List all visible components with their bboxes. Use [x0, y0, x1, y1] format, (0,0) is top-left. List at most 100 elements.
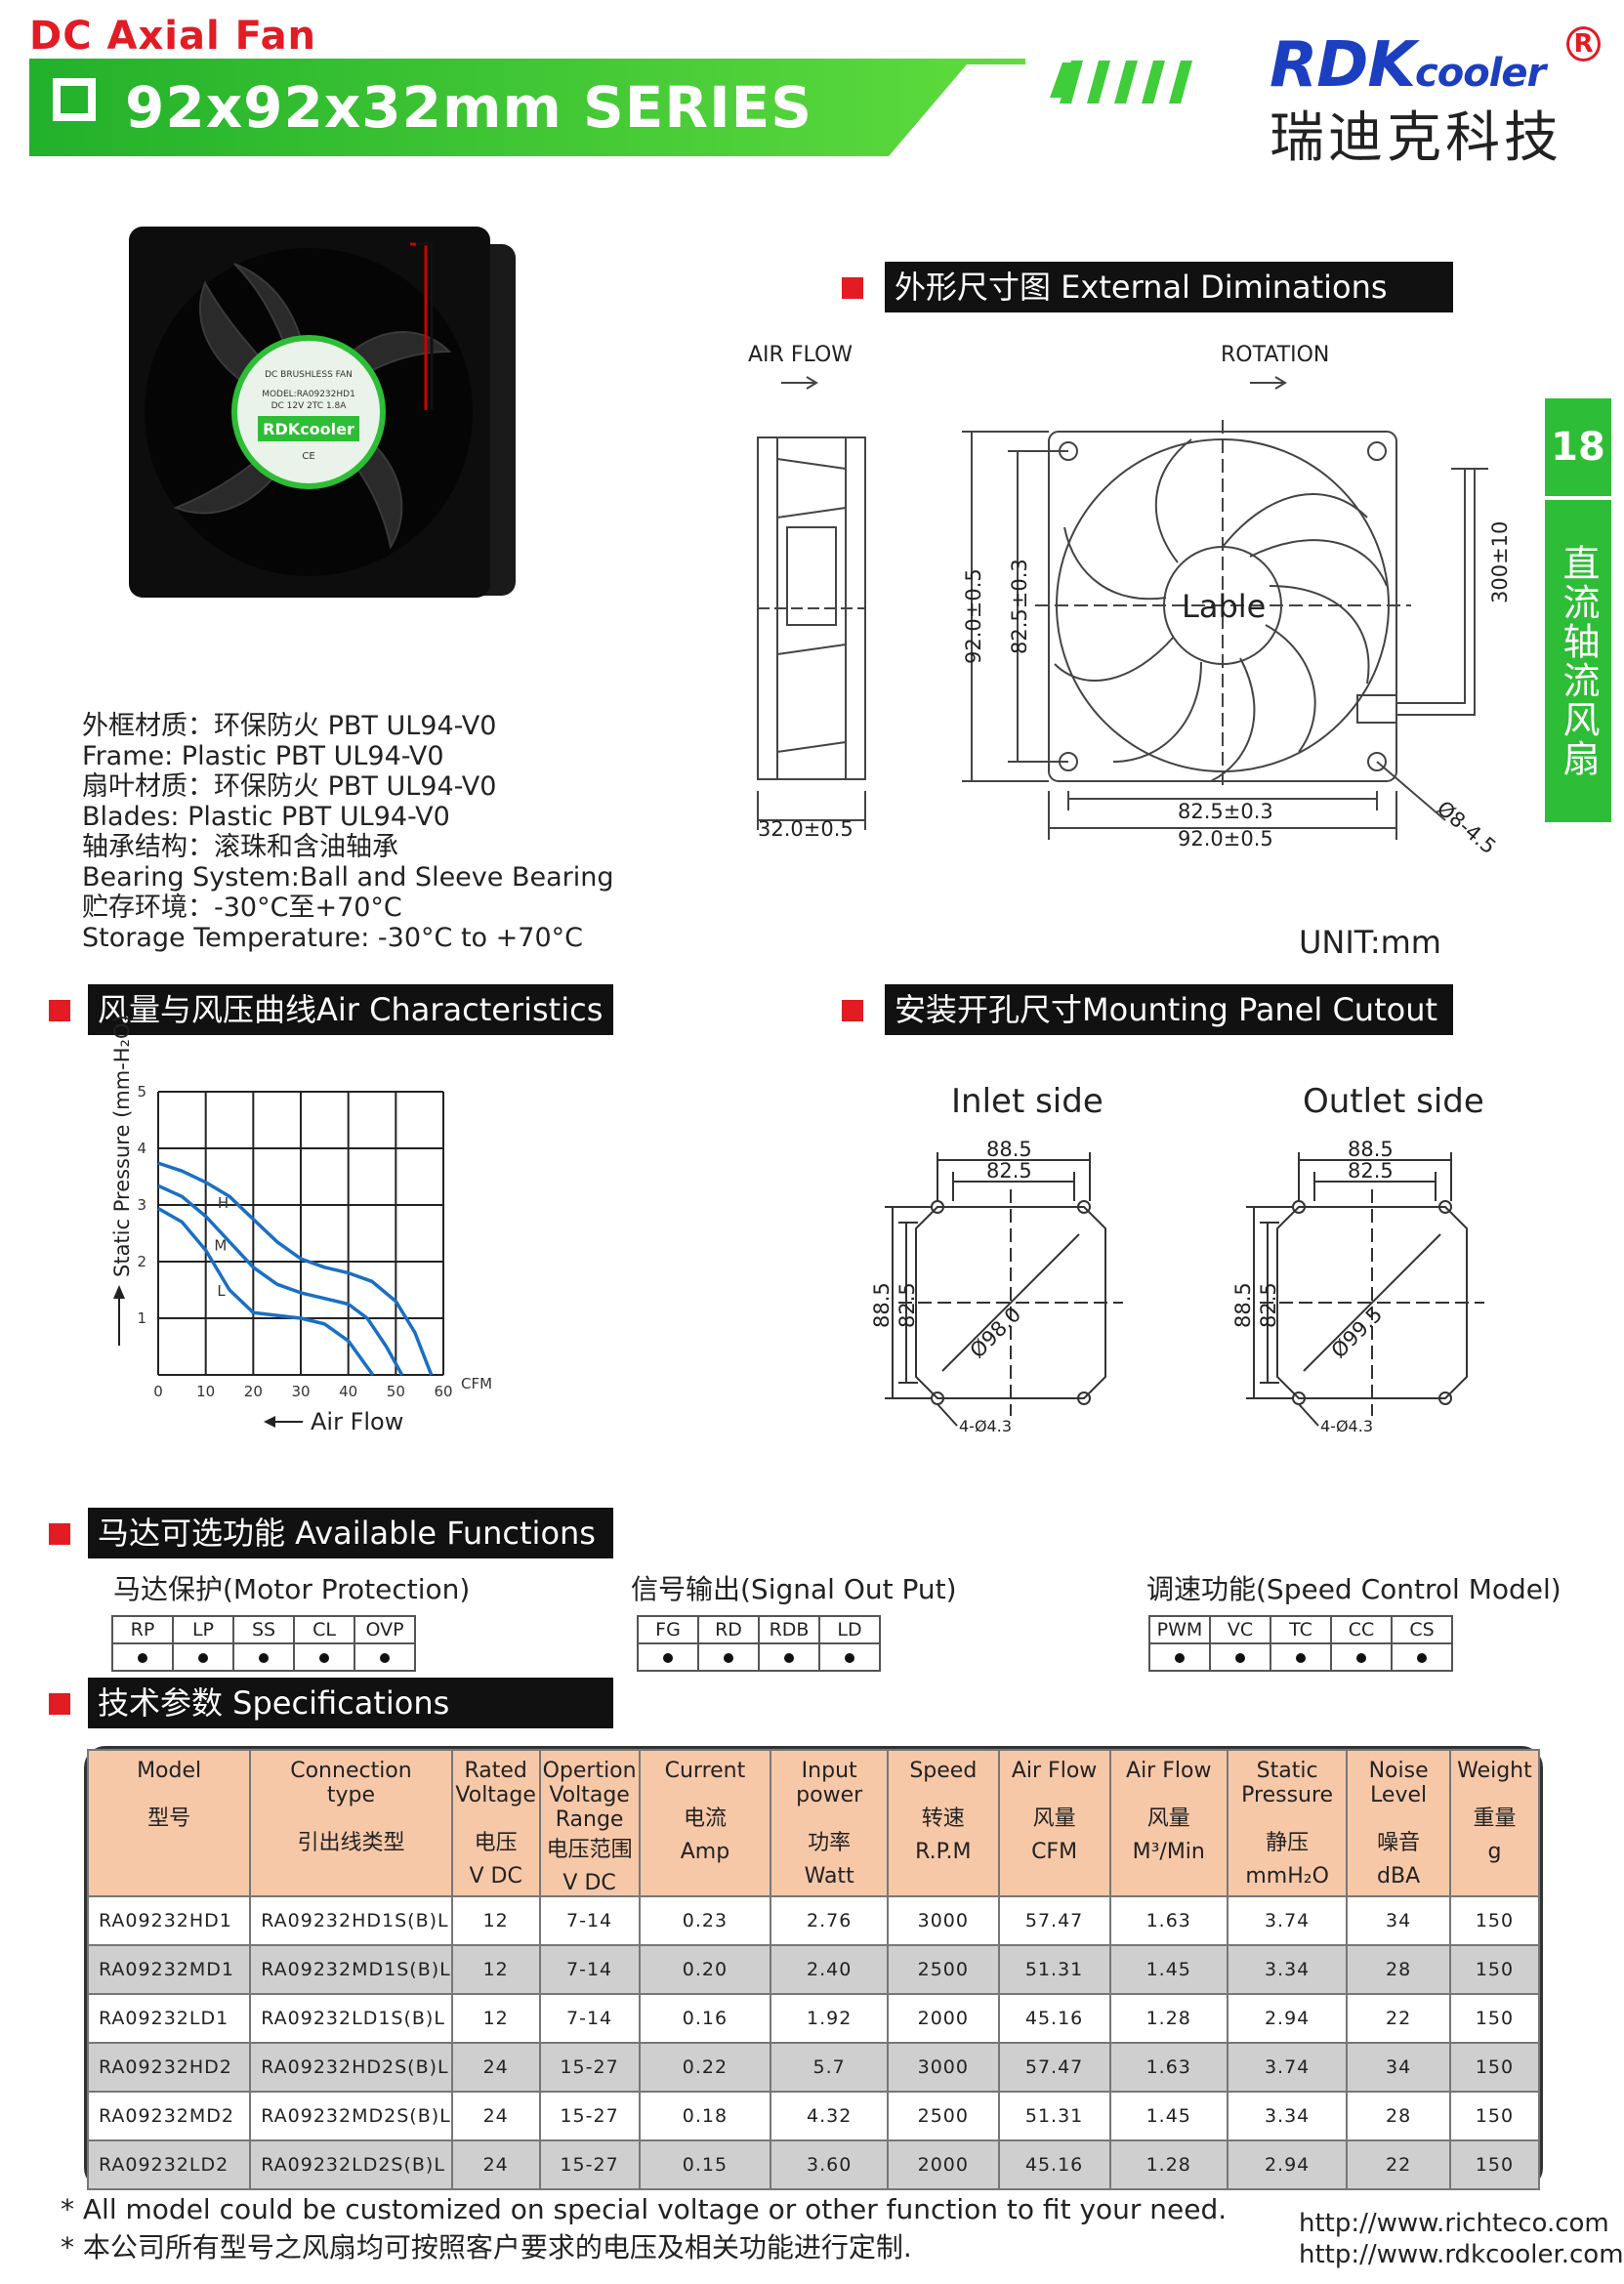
y-tick-label: 4: [137, 1140, 146, 1157]
function-code: CL: [293, 1615, 355, 1644]
function-code: LP: [172, 1615, 234, 1644]
series-line-m: [157, 1184, 404, 1376]
lead-length-dimension: 300±10: [1488, 521, 1512, 603]
x-tick-label: 0: [153, 1383, 163, 1400]
spec-cell: 1.28: [1108, 1993, 1228, 2044]
fan-label-placeholder: Lable: [1182, 588, 1266, 625]
spec-cell: 15-27: [538, 2042, 641, 2093]
spec-header-cn: 静压: [1266, 1831, 1310, 1855]
spec-header-en: Opertion: [542, 1759, 637, 1783]
function-code: CS: [1391, 1615, 1453, 1644]
spec-cell: 24: [450, 2042, 541, 2093]
x-axis-arrow-head: [264, 1416, 275, 1428]
spec-cell: 45.16: [997, 1993, 1111, 2044]
model-cell: RA09232LD1: [86, 1993, 252, 2044]
spec-header-en: Range: [555, 1807, 624, 1832]
depth-dimension: 32.0±0.5: [758, 817, 854, 841]
function-code: VC: [1209, 1615, 1271, 1644]
spec-cell: 1.92: [770, 1993, 890, 2044]
motor-protection-table: RP LP SS CL OVP: [111, 1615, 416, 1672]
series-label-m: M: [214, 1236, 227, 1254]
section-marker: [49, 1693, 70, 1715]
model-cell: RA09232HD1: [86, 1895, 252, 1946]
inlet-holes: 4-Ø4.3: [959, 1417, 1012, 1435]
spec-header-cn: 噪音: [1377, 1831, 1421, 1855]
spec-header-en: Weight: [1457, 1759, 1532, 1783]
material-line: 轴承结构：滚珠和含油轴承: [82, 832, 398, 862]
spec-header-en: Pressure: [1241, 1783, 1334, 1807]
material-line: Blades: Plastic PBT UL94-V0: [82, 802, 450, 832]
spec-cell: 15-27: [538, 2091, 641, 2141]
spec-header-cn: 电压范围: [546, 1838, 633, 1862]
available-dot-icon: [663, 1653, 673, 1663]
x-tick-label: 60: [434, 1383, 452, 1400]
customization-note-cn: * 本公司所有型号之风扇均可按照客户要求的电压及相关功能进行定制.: [61, 2231, 912, 2263]
spec-header-unit: Watt: [804, 1864, 854, 1889]
function-code: RDB: [758, 1615, 820, 1644]
spec-cell: 150: [1448, 1993, 1541, 2044]
spec-cell: 150: [1448, 1895, 1541, 1946]
spec-cell: 51.31: [997, 1944, 1111, 1995]
motor-protection-label: 马达保护(Motor Protection): [113, 1573, 471, 1605]
series-label-l: L: [217, 1282, 226, 1300]
series-label-h: H: [218, 1194, 229, 1212]
spec-header-cn: 风量: [1146, 1806, 1190, 1831]
spec-cell: 57.47: [997, 1895, 1111, 1946]
spec-header-cn: 转速: [921, 1806, 965, 1831]
spec-cell: 15-27: [538, 2139, 641, 2190]
spec-header-cn: 型号: [147, 1806, 191, 1831]
material-line: Bearing System:Ball and Sleeve Bearing: [82, 862, 614, 893]
category-title: DC Axial Fan: [29, 14, 317, 59]
spec-cell: 150: [1448, 2042, 1541, 2093]
spec-cell: 12: [450, 1944, 541, 1995]
spec-header-unit: dBA: [1377, 1864, 1421, 1889]
spec-cell: 22: [1346, 2139, 1451, 2190]
function-code: SS: [232, 1615, 295, 1644]
spec-cell: 2000: [887, 2139, 1000, 2190]
inlet-diameter: Ø98.0: [966, 1303, 1026, 1363]
spec-header-en: Rated: [464, 1759, 527, 1783]
available-dot-icon: [845, 1653, 854, 1663]
spec-header-en: type: [326, 1783, 376, 1807]
x-tick-label: 20: [244, 1383, 263, 1400]
inlet-side-label: Inlet side: [951, 1082, 1103, 1121]
spec-header-unit: g: [1487, 1840, 1502, 1864]
spec-cell: 150: [1448, 2139, 1541, 2190]
connection-cell: RA09232LD2S(B)L: [249, 2139, 453, 2190]
rotation-label: ROTATION: [1221, 343, 1329, 367]
function-code: FG: [637, 1615, 699, 1644]
inlet-outer-dimension: 88.5: [986, 1138, 1032, 1161]
spec-cell: 2.76: [770, 1895, 890, 1946]
spec-cell: 2000: [887, 1993, 1000, 2044]
spec-header-en: Speed: [909, 1759, 978, 1783]
spec-header-unit: V DC: [562, 1871, 616, 1895]
spec-cell: 2.94: [1226, 1993, 1349, 2044]
spec-header-unit: V DC: [469, 1864, 522, 1889]
inlet-outer-v-dimension: 88.5: [870, 1282, 894, 1328]
material-line: 外框材质：环保防火 PBT UL94-V0: [82, 711, 497, 741]
spec-cell: 0.18: [638, 2091, 772, 2141]
spec-header-en: Noise: [1368, 1759, 1429, 1783]
website-url[interactable]: http://www.rdkcooler.com: [1299, 2240, 1624, 2269]
available-dot-icon: [724, 1653, 733, 1663]
material-specs: 外框材质：环保防火 PBT UL94-V0 Frame: Plastic PBT…: [82, 711, 614, 953]
available-dot-icon: [1235, 1653, 1245, 1663]
spec-header-cn: 电流: [683, 1806, 727, 1831]
spec-header-en: Voltage: [549, 1783, 630, 1807]
spec-cell: 0.15: [638, 2139, 772, 2190]
spec-cell: 3.34: [1226, 1944, 1349, 1995]
speed-control-label: 调速功能(Speed Control Model): [1146, 1573, 1562, 1605]
website-url[interactable]: http://www.richteco.com: [1299, 2209, 1609, 2238]
spec-cell: 1.45: [1108, 1944, 1228, 1995]
